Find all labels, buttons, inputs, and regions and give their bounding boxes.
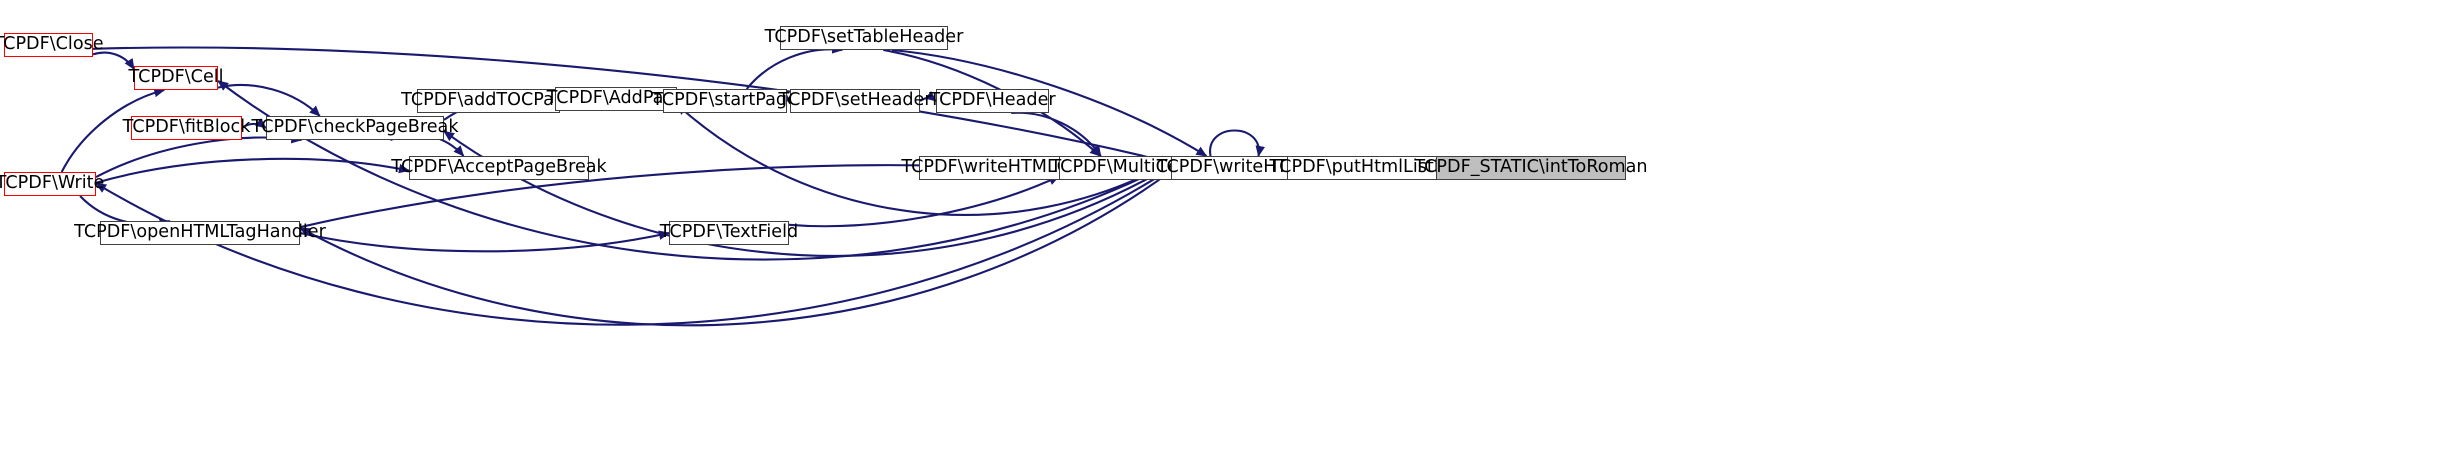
graph-edge-header-to-multicell [1011, 111, 1102, 157]
graph-node-settableheader[interactable]: TCPDF\setTableHeader [765, 26, 963, 50]
graph-edge-writehtml-to-writehtml [1209, 129, 1265, 157]
graph-node-label: TCPDF\AcceptPageBreak [391, 157, 607, 178]
graph-edge-write-to-openhtmltaghandler [79, 195, 171, 229]
graph-node-acceptpagebreak[interactable]: TCPDF\AcceptPageBreak [391, 156, 607, 180]
graph-node-label: TCPDF\startPage [652, 90, 798, 111]
graph-node-label: TCPDF\checkPageBreak [251, 117, 459, 138]
graph-node-setheader[interactable]: TCPDF\setHeader [778, 89, 932, 113]
graph-edge-setheader-to-header [919, 91, 937, 102]
graph-node-cell[interactable]: TCPDF\Cell [128, 66, 224, 90]
graph-node-fitblock[interactable]: TCPDF\fitBlock [123, 116, 250, 140]
graph-node-header[interactable]: TCPDF\Header [929, 89, 1056, 113]
graph-node-checkpagebreak[interactable]: TCPDF\checkPageBreak [251, 116, 459, 140]
graph-node-multicell[interactable]: TCPDF\MultiCell [1050, 156, 1189, 180]
graph-edge-write-to-acceptpagebreak [95, 157, 410, 184]
graph-edge-close-to-cell [92, 51, 135, 70]
graph-edge-cell-to-checkpagebreak [217, 84, 321, 117]
graph-node-write[interactable]: TCPDF\Write [0, 172, 104, 196]
graph-node-addpage[interactable]: TCPDF\AddPage [547, 87, 685, 111]
graph-edge-openhtmltaghandler-to-textfield [299, 230, 670, 253]
graph-node-startpage[interactable]: TCPDF\startPage [652, 89, 798, 113]
graph-node-label: TCPDF\Header [929, 90, 1056, 111]
graph-node-openhtmltaghandler[interactable]: TCPDF\openHTMLTagHandler [74, 221, 326, 245]
graph-node-close[interactable]: TCPDF\Close [0, 33, 104, 57]
graph-node-label: TCPDF\Write [0, 173, 105, 194]
graph-node-label: TCPDF_STATIC\intToRoman [1414, 157, 1648, 178]
graph-edge-writehtml-to-checkpagebreak [443, 130, 1172, 257]
graph-node-writehtml[interactable]: TCPDF\writeHTML [1157, 156, 1312, 180]
graph-node-label: TCPDF\MultiCell [1050, 157, 1189, 178]
graph-node-textfield[interactable]: TCPDF\TextField [660, 221, 798, 245]
graph-node-label: TCPDF\openHTMLTagHandler [74, 222, 326, 243]
graph-node-label: TCPDF\addTOCPage [401, 90, 576, 111]
graph-node-writehtmlcell[interactable]: TCPDF\writeHTMLCell [901, 156, 1090, 180]
graph-edge-writehtml-to-openhtmltaghandler [299, 170, 1172, 327]
graph-edge-startpage-to-settableheader [745, 44, 844, 90]
graph-node-label: TCPDF\TextField [659, 222, 799, 243]
graph-node-label: TCPDF\fitBlock [122, 117, 251, 138]
graph-edge-textfield-to-multicell [788, 175, 1060, 228]
graph-node-label: TCPDF\Cell [128, 67, 224, 88]
graph-node-label: TCPDF\setTableHeader [764, 27, 964, 48]
graph-edge-fitblock-to-checkpagebreak [241, 118, 267, 129]
graph-node-label: TCPDF\Close [0, 34, 104, 55]
graph-node-inttoroman: TCPDF_STATIC\intToRoman [1414, 156, 1648, 180]
graph-node-addtocpage[interactable]: TCPDF\addTOCPage [401, 89, 576, 113]
graph-edge-writehtml-to-write [95, 167, 1172, 326]
graph-node-label: TCPDF\setHeader [778, 90, 932, 111]
graph-edge-write-to-checkpagebreak [95, 133, 303, 179]
